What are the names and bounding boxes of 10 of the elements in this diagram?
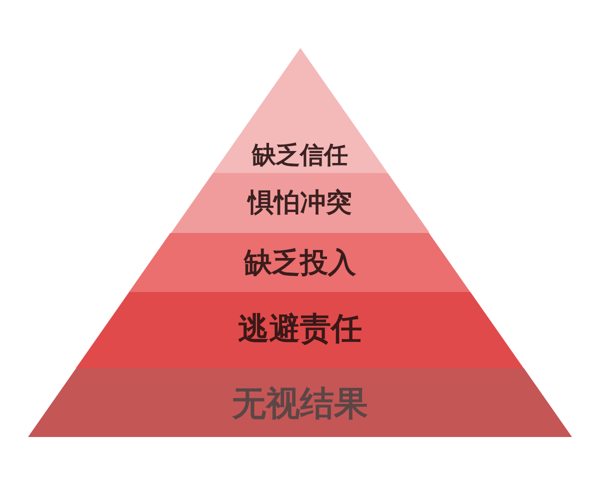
pyramid-tier: [28, 368, 572, 437]
pyramid-tier: [129, 233, 471, 292]
tier-label: 缺乏投入: [244, 248, 356, 278]
tier-label: 惧怕冲突: [248, 188, 352, 218]
pyramid-tier: [170, 173, 430, 233]
tier-label: 逃避责任: [238, 312, 362, 346]
pyramid-tier: [212, 48, 388, 173]
pyramid-tier: [76, 292, 524, 368]
tier-label: 无视结果: [232, 386, 368, 424]
tier-label: 缺乏信任: [252, 142, 348, 168]
